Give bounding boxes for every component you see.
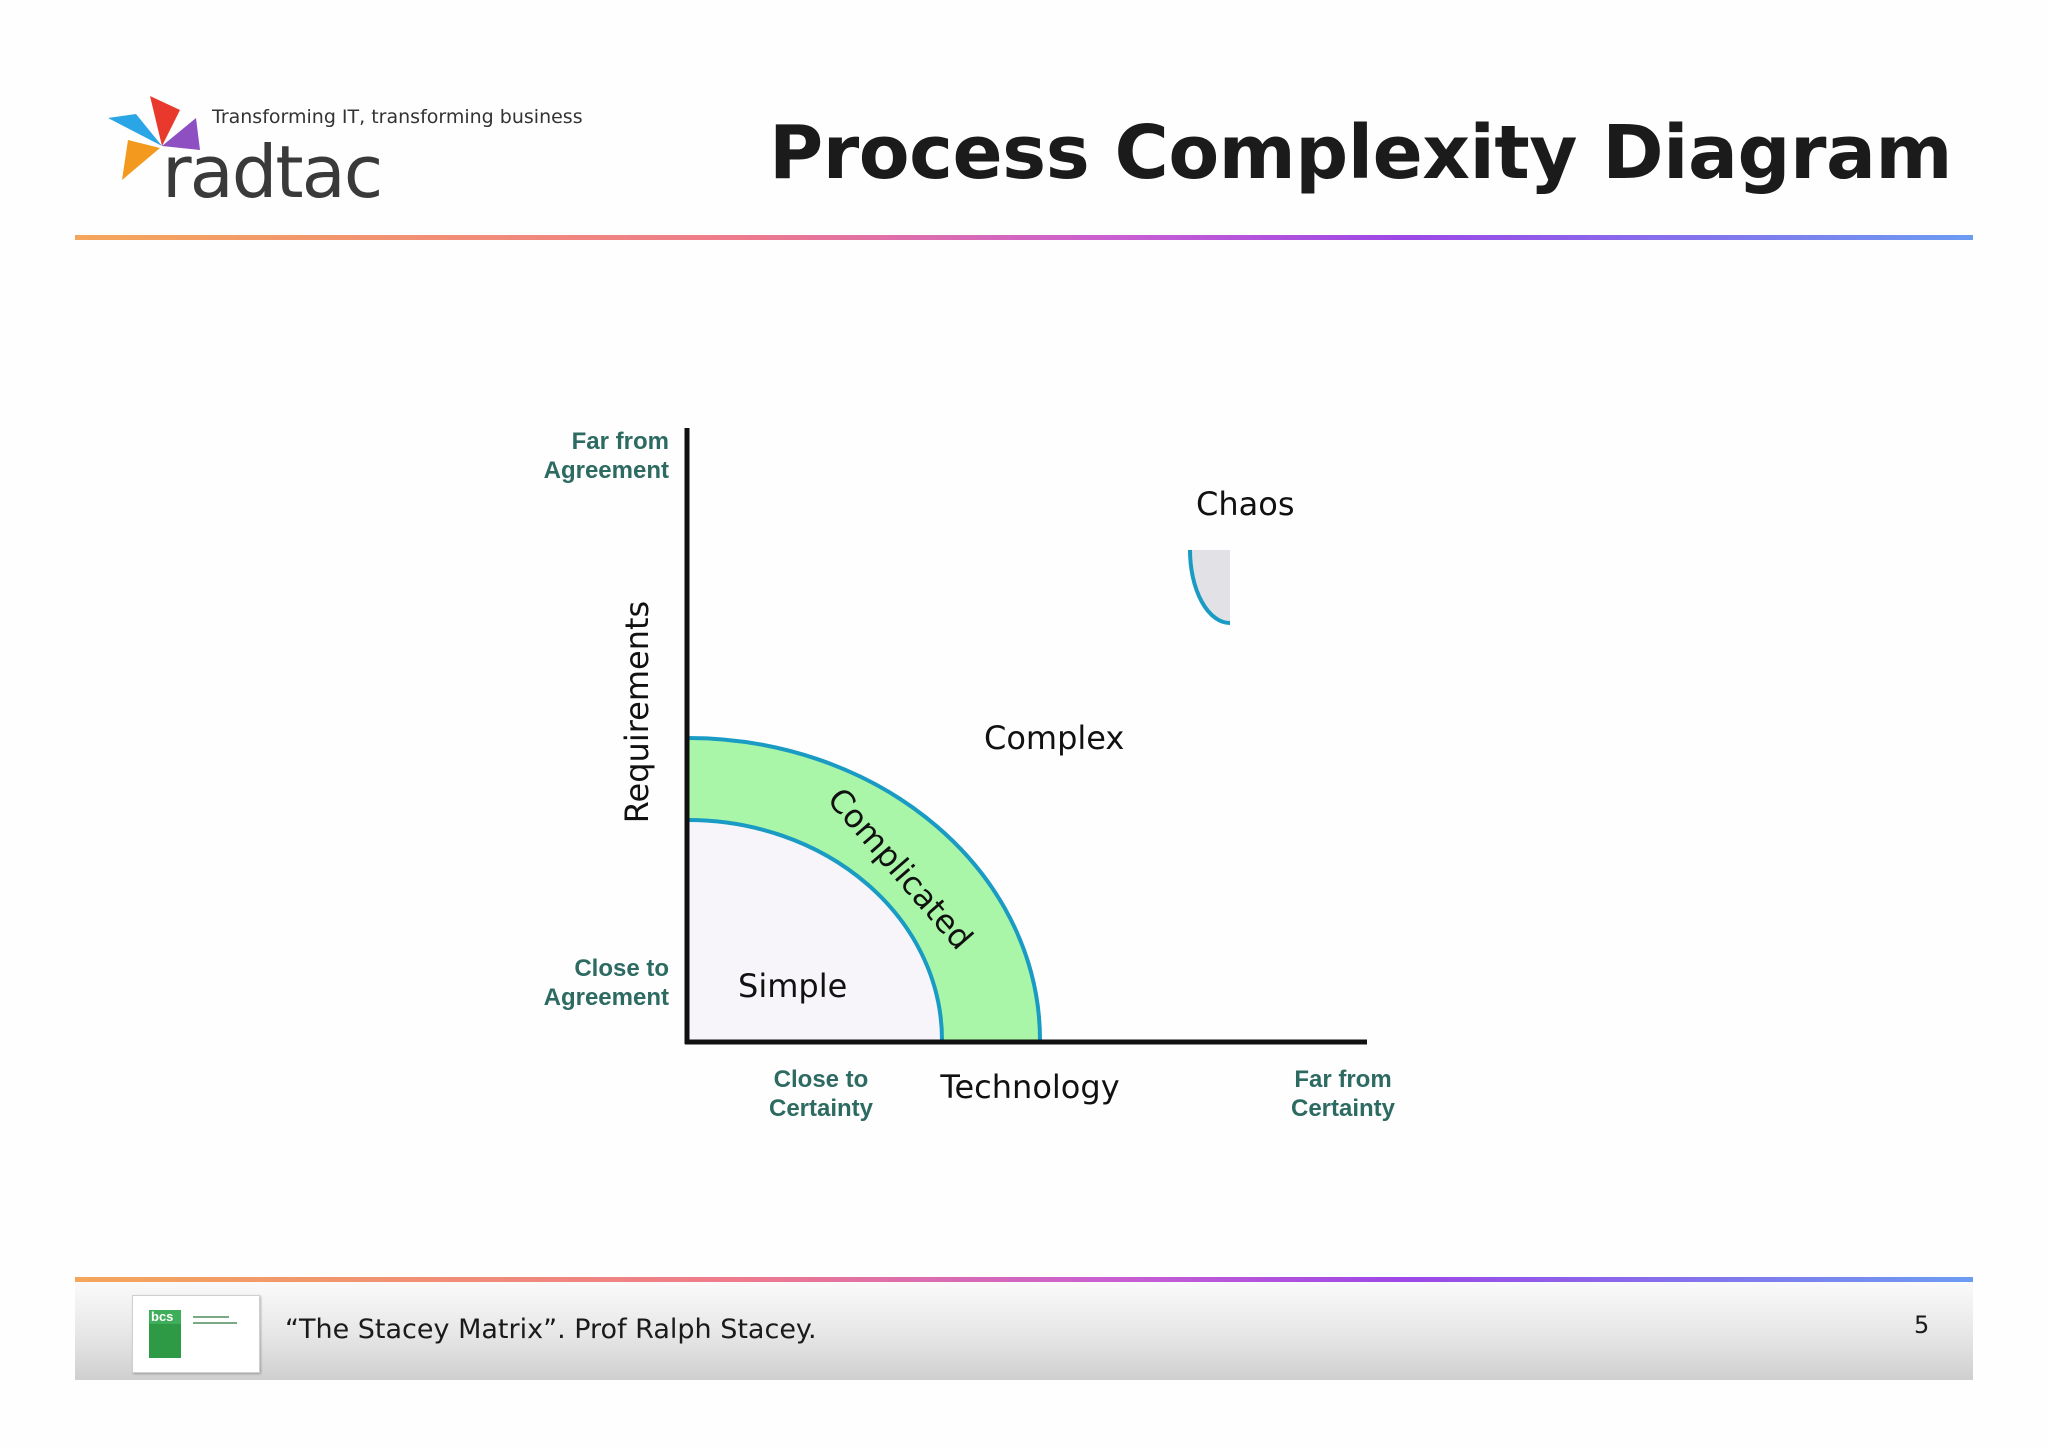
simple-region	[688, 820, 942, 1040]
bcs-badge: bcs	[132, 1295, 260, 1373]
complicated-region	[688, 738, 1040, 1040]
x-axis-left-label-line1: Close to	[774, 1066, 869, 1093]
region-label-simple: Simple	[738, 967, 847, 1005]
y-axis-bottom-label-line1: Close to	[574, 955, 669, 982]
pinwheel-logo-icon	[108, 96, 200, 180]
outer-boundary-arc	[687, 736, 1042, 1041]
footer-divider	[75, 1277, 1973, 1282]
x-axis-right-label-line2: Certainty	[1291, 1095, 1396, 1122]
footer-bar	[75, 1282, 1973, 1380]
x-axis-left-label-line2: Certainty	[769, 1095, 874, 1122]
bcs-logo-icon: bcs	[149, 1309, 237, 1358]
page-title: Process Complexity Diagram	[769, 110, 1952, 196]
chaos-boundary-arc	[1188, 549, 1231, 625]
y-axis-top-label-line2: Agreement	[544, 457, 669, 484]
radtac-logo: Transforming IT, transforming business r…	[100, 88, 583, 218]
chaos-region	[1190, 550, 1230, 623]
logo-wordmark: radtac	[162, 130, 383, 214]
region-label-chaos: Chaos	[1196, 485, 1294, 523]
y-axis-bottom-label-line2: Agreement	[544, 984, 669, 1011]
header-divider	[75, 235, 1973, 240]
y-axis-top-label-line1: Far from	[572, 428, 669, 455]
inner-boundary-arc	[687, 818, 944, 1041]
footer-citation: “The Stacey Matrix”. Prof Ralph Stacey.	[285, 1314, 817, 1345]
region-label-complex: Complex	[984, 719, 1124, 757]
x-axis-title: Technology	[939, 1068, 1119, 1106]
page-number: 5	[1914, 1311, 1930, 1339]
y-axis-title: Requirements	[618, 601, 656, 823]
logo-tagline: Transforming IT, transforming business	[212, 106, 583, 128]
bcs-badge-text: bcs	[151, 1309, 173, 1324]
x-axis-right-label-line1: Far from	[1294, 1066, 1391, 1093]
